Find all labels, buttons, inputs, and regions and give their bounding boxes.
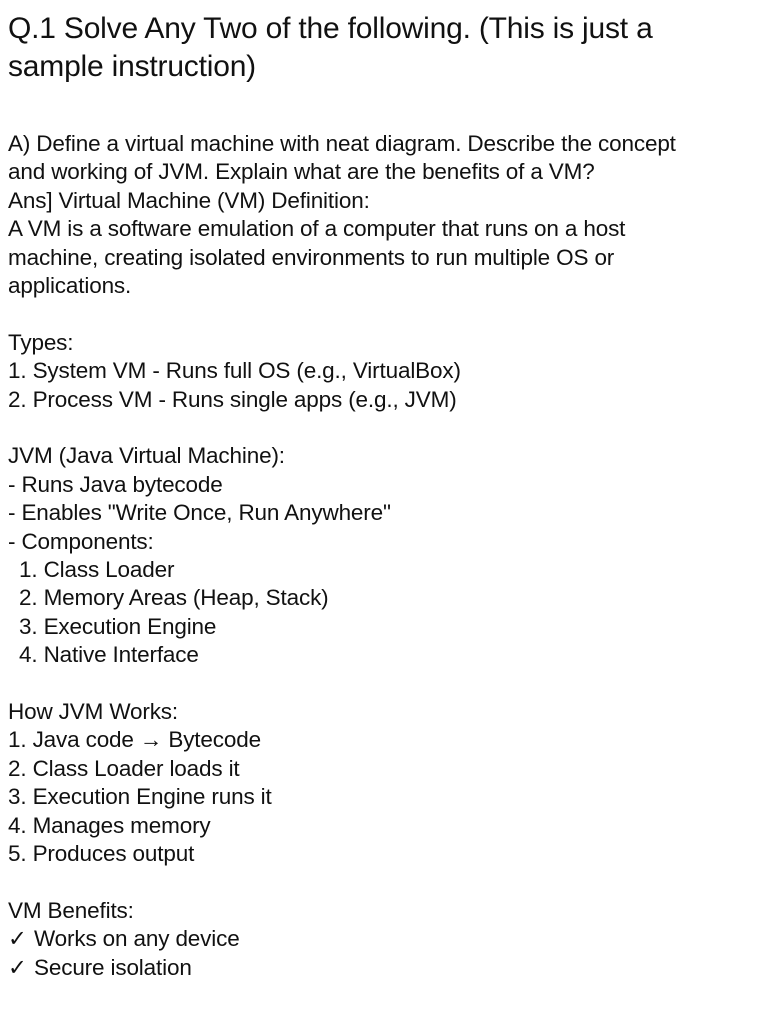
benefit-item-label: Works on any device [34, 926, 240, 952]
benefits-heading: VM Benefits: [8, 897, 134, 923]
how-jvm-works-step: 5. Produces output [8, 841, 195, 867]
definition-line-1: A VM is a software emulation of a comput… [8, 216, 626, 242]
types-item: 1. System VM - Runs full OS (e.g., Virtu… [8, 358, 461, 384]
spacer [8, 414, 760, 442]
benefit-item: ✓ Works on any device [8, 925, 760, 953]
jvm-component: 4. Native Interface [19, 642, 199, 668]
how-jvm-works-heading: How JVM Works: [8, 699, 179, 725]
jvm-point: - Enables "Write Once, Run Anywhere" [8, 500, 391, 526]
jvm-component: 1. Class Loader [19, 557, 175, 583]
answer-heading: Ans] Virtual Machine (VM) Definition: [8, 187, 370, 213]
types-item: 2. Process VM - Runs single apps (e.g., … [8, 386, 457, 412]
jvm-point: - Runs Java bytecode [8, 471, 223, 497]
definition-line-3: applications. [8, 273, 132, 299]
check-icon: ✓ [8, 926, 27, 952]
question-title: Q.1 Solve Any Two of the following. (Thi… [8, 10, 760, 86]
spacer [8, 869, 760, 897]
spacer [8, 670, 760, 698]
how-jvm-works-step: 1. Java code → Bytecode [8, 727, 261, 753]
spacer [8, 86, 760, 130]
how-jvm-works-step: 4. Manages memory [8, 812, 211, 838]
how-jvm-works-step: 2. Class Loader loads it [8, 755, 240, 781]
jvm-component: 2. Memory Areas (Heap, Stack) [19, 585, 329, 611]
jvm-point: - Components: [8, 528, 154, 554]
spacer [8, 300, 760, 328]
check-icon: ✓ [8, 954, 27, 980]
answer-body: A) Define a virtual machine with neat di… [8, 130, 760, 982]
question-title-line-2: sample instruction) [8, 50, 256, 83]
part-a-prompt-line-1: A) Define a virtual machine with neat di… [8, 131, 676, 156]
how-jvm-works-step: 3. Execution Engine runs it [8, 784, 272, 810]
jvm-heading: JVM (Java Virtual Machine): [8, 443, 285, 469]
definition-line-2: machine, creating isolated environments … [8, 244, 615, 270]
types-heading: Types: [8, 329, 74, 355]
benefit-item-label: Secure isolation [34, 954, 192, 980]
part-a-prompt-line-2: and working of JVM. Explain what are the… [8, 159, 595, 185]
question-title-line-1: Q.1 Solve Any Two of the following. (Thi… [8, 12, 653, 45]
benefit-item: ✓ Secure isolation [8, 954, 760, 982]
jvm-component: 3. Execution Engine [19, 613, 217, 639]
